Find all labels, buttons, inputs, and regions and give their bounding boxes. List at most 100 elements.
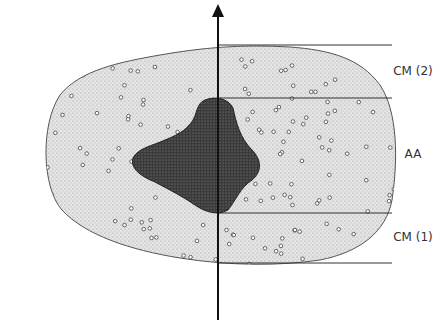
vesicle — [195, 239, 199, 243]
vesicle — [369, 238, 373, 242]
vesicle — [396, 131, 400, 135]
vesicle — [333, 78, 337, 82]
vesicle — [374, 252, 378, 256]
vesicle — [274, 108, 278, 112]
vesicle — [280, 237, 284, 241]
vesicle — [357, 100, 361, 104]
vesicle — [364, 178, 368, 182]
vesicle — [153, 65, 157, 69]
vesicle — [271, 196, 275, 200]
vesicle — [274, 249, 278, 253]
vesicle — [54, 131, 58, 135]
vesicle — [390, 221, 394, 225]
vesicle — [266, 267, 270, 271]
vesicle — [389, 46, 393, 50]
vesicle — [117, 147, 121, 151]
vesicle — [315, 45, 319, 49]
vesicle — [298, 230, 302, 234]
vesicle — [193, 43, 197, 47]
vesicle — [243, 87, 247, 91]
dimension-label: CM (2) — [393, 65, 433, 78]
vesicle — [105, 48, 109, 52]
vesicle — [129, 207, 133, 211]
vesicle — [251, 110, 255, 114]
vesicle — [70, 94, 74, 98]
dimension-label: CM (1) — [393, 231, 433, 244]
vesicle — [113, 219, 117, 223]
vesicle — [111, 67, 115, 71]
axis-arrow — [212, 4, 224, 320]
vesicle — [291, 84, 295, 88]
vesicle — [182, 254, 186, 258]
vesicle — [129, 69, 133, 73]
vesicle — [78, 146, 82, 150]
vesicle — [397, 152, 401, 156]
vesicle — [301, 122, 305, 126]
vesicle — [250, 59, 254, 63]
vesicle — [333, 109, 337, 113]
vesicle — [392, 187, 396, 191]
vesicle — [82, 67, 86, 71]
vesicle — [268, 182, 272, 186]
outer-cell — [46, 46, 396, 264]
vesicle — [324, 82, 328, 86]
vesicle — [75, 264, 79, 268]
vesicle — [154, 196, 158, 200]
vesicle — [247, 92, 251, 96]
vesicle — [148, 227, 152, 231]
vesicle — [56, 75, 60, 79]
vesicle — [300, 159, 304, 163]
vesicle — [314, 90, 318, 94]
vesicle — [277, 105, 281, 109]
vesicle — [290, 182, 294, 186]
nucleus — [132, 98, 259, 213]
vesicle — [387, 199, 391, 203]
vesicle — [326, 112, 330, 116]
vesicle — [282, 140, 286, 144]
vesicle — [155, 236, 159, 240]
vesicle — [260, 131, 264, 135]
vesicle — [243, 65, 247, 69]
vesicle — [47, 189, 51, 193]
vesicle — [189, 255, 193, 259]
vesicle — [263, 246, 267, 250]
vesicle — [244, 198, 248, 202]
vesicle — [279, 252, 283, 256]
vesicle — [166, 125, 170, 129]
vesicles — [41, 39, 400, 271]
vesicle — [162, 40, 166, 44]
vesicle — [111, 158, 115, 162]
vesicle — [291, 120, 295, 124]
vesicle — [325, 222, 329, 226]
vesicle — [41, 112, 45, 116]
vesicle — [246, 118, 250, 122]
vesicle — [317, 199, 321, 203]
dimension-lines — [218, 45, 392, 263]
vesicle — [254, 182, 258, 186]
vesicle — [140, 221, 144, 225]
vesicle — [259, 199, 263, 203]
vesicle — [126, 118, 130, 122]
vesicle — [320, 146, 324, 150]
vesicle — [156, 39, 160, 43]
vesicle — [364, 145, 368, 149]
vesicle — [352, 232, 356, 236]
vesicle — [297, 266, 301, 270]
vesicle — [251, 236, 255, 240]
vesicle — [328, 196, 332, 200]
vesicle — [290, 64, 294, 68]
vesicle — [309, 90, 313, 94]
vesicle — [326, 100, 330, 104]
vesicle — [142, 98, 146, 102]
vesicle — [225, 228, 229, 232]
vesicle — [328, 173, 332, 177]
vesicle — [278, 39, 282, 43]
vesicle — [324, 268, 328, 272]
vesicle — [231, 233, 235, 237]
vesicle — [123, 223, 127, 227]
vesicle — [317, 136, 321, 140]
vesicle — [61, 113, 65, 117]
vesicle — [142, 227, 146, 231]
vesicle — [301, 257, 305, 261]
